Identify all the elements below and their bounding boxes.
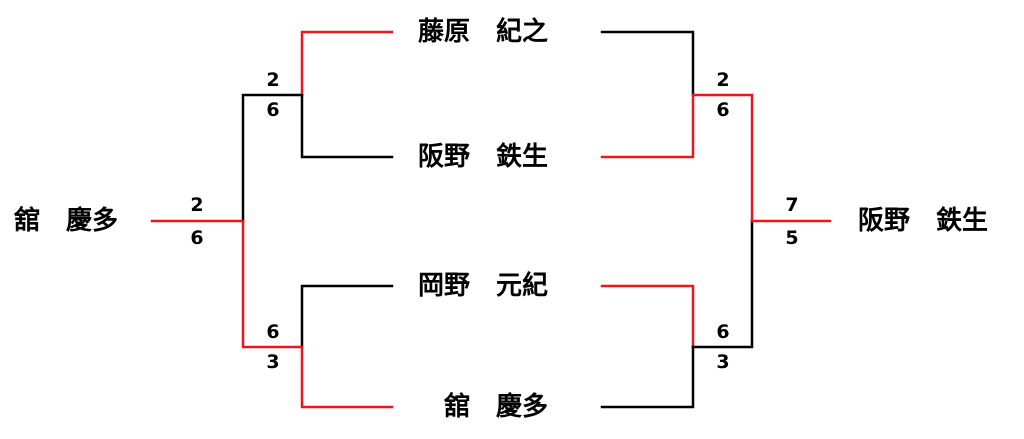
score-left-m2-bottom: 3 [266,351,280,373]
score-right-m2-bottom: 3 [716,351,730,373]
score-final-left-top: 2 [190,194,204,216]
player-name-p2: 阪野 鉄生 [418,142,549,172]
score-final-right-top: 7 [785,194,799,216]
line-left-p4 [300,345,394,409]
score-left-m2-top: 6 [266,321,280,343]
score-right-m1-bottom: 6 [716,99,730,121]
player-name-p3: 岡野 元紀 [418,271,549,301]
player-name-p1: 藤原 紀之 [418,17,549,47]
score-final-left-bottom: 6 [190,227,204,249]
score-right-m2-top: 6 [716,321,730,343]
line-left-spine-bottom [241,219,304,349]
line-right-spine-top [691,93,754,223]
score-left-m1-bottom: 6 [266,99,280,121]
line-right-p4 [600,345,695,409]
line-left-p3 [300,284,394,349]
player-name-p4: 舘 慶多 [444,392,549,422]
score-final-right-bottom: 5 [785,227,799,249]
final-left-player: 舘 慶多 [14,206,119,236]
line-left-spine-top [241,93,304,223]
score-left-m1-top: 2 [266,69,280,91]
line-right-p3 [600,284,695,349]
final-right-player: 阪野 鉄生 [858,206,989,236]
line-left-p2 [300,93,394,159]
line-right-spine-bottom [691,219,754,349]
score-right-m1-top: 2 [716,69,730,91]
line-left-p1 [300,30,394,97]
line-right-p1 [600,30,695,97]
line-right-p2 [600,93,695,159]
